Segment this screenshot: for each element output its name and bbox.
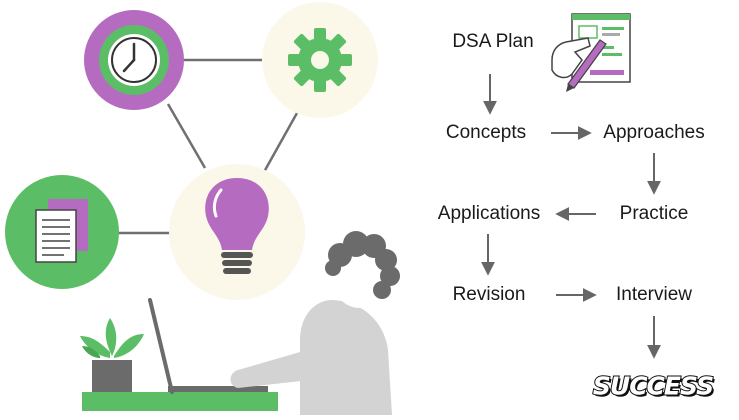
desk bbox=[82, 392, 278, 411]
step-revision: Revision bbox=[452, 284, 526, 305]
laptop-icon bbox=[148, 298, 268, 394]
step-dsa-plan: DSA Plan bbox=[452, 31, 534, 52]
connector-lines bbox=[118, 58, 299, 235]
lightbulb-icon bbox=[169, 164, 305, 300]
step-approaches: Approaches bbox=[603, 122, 705, 143]
clock-icon bbox=[84, 10, 184, 110]
plan-clipboard-icon bbox=[551, 13, 631, 92]
step-interview: Interview bbox=[615, 284, 693, 305]
success-label: SUCCESS bbox=[592, 371, 715, 402]
flow-arrows bbox=[481, 74, 661, 359]
person-illustration bbox=[230, 231, 400, 415]
step-concepts: Concepts bbox=[445, 122, 527, 143]
document-icon bbox=[5, 175, 119, 289]
plant-icon bbox=[80, 318, 144, 392]
step-applications: Applications bbox=[437, 203, 541, 224]
step-practice: Practice bbox=[619, 203, 689, 224]
gear-icon bbox=[262, 2, 378, 118]
